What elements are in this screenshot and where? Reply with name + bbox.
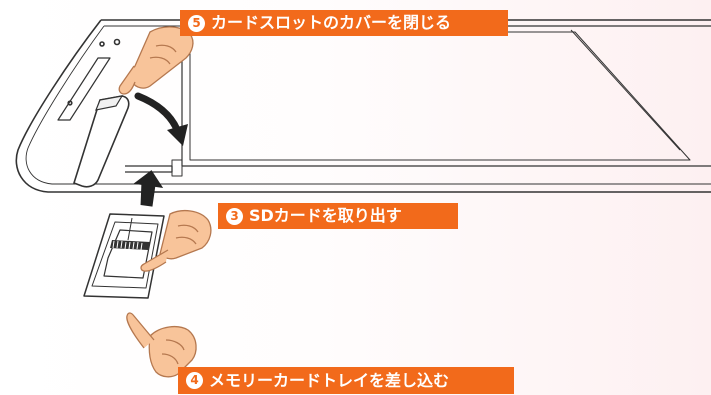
screen-frame bbox=[181, 25, 711, 167]
sensor-dot bbox=[99, 41, 105, 47]
screen-edge-right bbox=[570, 29, 681, 151]
light-dot bbox=[67, 100, 73, 106]
speaker-slot bbox=[57, 57, 111, 121]
step-number-badge: 5 bbox=[188, 14, 205, 32]
slot-cover-flap bbox=[73, 95, 130, 188]
step-5-label: 5 カードスロットのカバーを閉じる bbox=[180, 10, 508, 36]
step-number-badge: 4 bbox=[186, 372, 203, 389]
step-3-label: 3 SDカードを取り出す bbox=[218, 203, 458, 229]
step-text: メモリーカードトレイを差し込む bbox=[209, 371, 450, 390]
pointing-hand-icon bbox=[140, 209, 212, 272]
sd-card-contacts bbox=[112, 240, 143, 251]
step-number-badge: 3 bbox=[226, 207, 243, 225]
step-text: SDカードを取り出す bbox=[249, 206, 402, 225]
card-slot bbox=[125, 165, 173, 173]
curved-arrow-icon bbox=[134, 92, 188, 146]
up-arrow-icon bbox=[133, 170, 164, 207]
pointing-hand-icon bbox=[126, 312, 197, 378]
step-4-label: 4 メモリーカードトレイを差し込む bbox=[178, 367, 514, 394]
pointing-hand-icon bbox=[118, 26, 194, 95]
camera-dot bbox=[113, 38, 121, 46]
memory-card-tray bbox=[83, 213, 165, 299]
step-text: カードスロットのカバーを閉じる bbox=[211, 13, 452, 32]
screen-inner bbox=[189, 31, 691, 161]
